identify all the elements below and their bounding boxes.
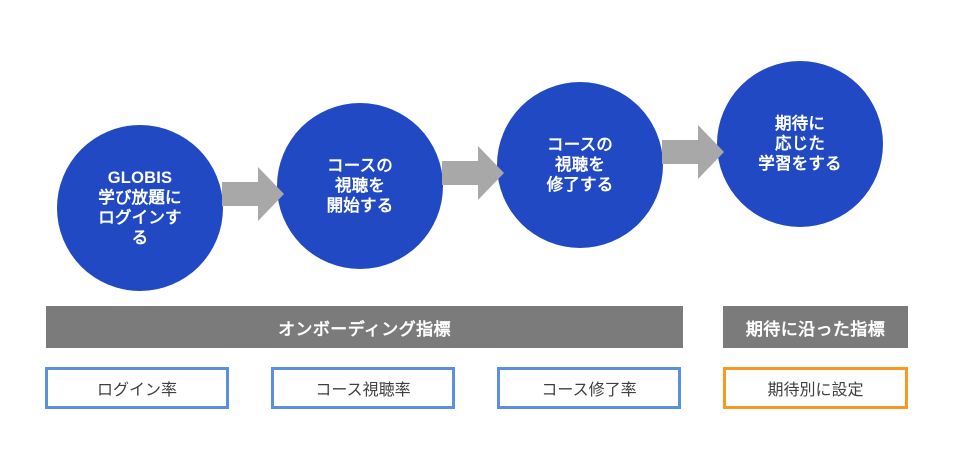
flow-step-expect-label: 期待に 応じた 学習をする [758, 114, 842, 174]
metric-box-complete-label: コース修了率 [541, 382, 637, 399]
metric-group-header-onboarding: オンボーディング指標 [46, 306, 683, 348]
metric-box-expect[interactable]: 期待別に設定 [723, 367, 908, 409]
flow-step-expect[interactable]: 期待に 応じた 学習をする [717, 61, 883, 227]
arrow-right-icon-1 [222, 165, 284, 223]
flow-step-view-label: コースの 視聴を 開始する [326, 156, 394, 216]
flow-step-complete-label: コースの 視聴を 修了する [546, 135, 614, 195]
flow-step-complete[interactable]: コースの 視聴を 修了する [497, 82, 663, 248]
metric-group-header-expectation-label: 期待に沿った指標 [745, 319, 886, 339]
metric-box-expect-label: 期待別に設定 [767, 382, 864, 399]
metric-box-view-label: コース視聴率 [315, 382, 411, 399]
arrow-right-icon-3 [662, 123, 724, 181]
metric-box-view[interactable]: コース視聴率 [271, 367, 455, 409]
metric-box-login[interactable]: ログイン率 [45, 367, 229, 409]
metric-group-header-onboarding-label: オンボーディング指標 [278, 319, 451, 339]
flow-step-login-label: GLOBIS 学び放題に ログインす る [98, 168, 182, 248]
metric-group-header-expectation: 期待に沿った指標 [723, 306, 908, 348]
flow-step-view[interactable]: コースの 視聴を 開始する [277, 103, 443, 269]
flow-step-login[interactable]: GLOBIS 学び放題に ログインす る [57, 125, 223, 291]
arrow-right-icon-2 [442, 144, 504, 202]
metric-box-complete[interactable]: コース修了率 [497, 367, 681, 409]
metric-box-login-label: ログイン率 [96, 382, 177, 399]
